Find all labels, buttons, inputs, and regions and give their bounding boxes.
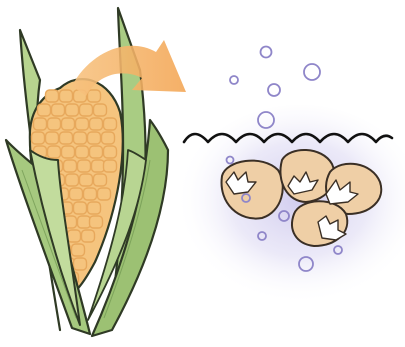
corn-kernel [46,90,59,102]
corn-kernel [64,160,77,172]
corn-kernel [74,258,87,270]
bubble [268,84,280,96]
corn-kernel [66,174,79,186]
corn-kernel [68,230,81,242]
corn-kernel [48,118,61,130]
corn-kernel [76,146,89,158]
corn-kernel [84,188,97,200]
corn-kernel [94,104,107,116]
corn-kernel [90,216,103,228]
corn-kernel [60,90,73,102]
corn-kernel [38,104,51,116]
corn-kernel [52,104,65,116]
corn-kernel [48,146,61,158]
corn-kernel [66,104,79,116]
corn-kernel [46,132,59,144]
corn-kernel [32,132,45,144]
corn-kernel [70,188,83,200]
corn-kernel [88,90,101,102]
corn-kernel [88,132,101,144]
corn-kernel [92,160,105,172]
corn-kernel [90,146,103,158]
corn-kernel [74,132,87,144]
corn-kernel [102,132,115,144]
corn-kernel [104,160,117,172]
corn-kernel [104,146,117,158]
corn-kernel [78,216,91,228]
corn-kernel [34,118,47,130]
corn-kernel [88,202,101,214]
bubble [304,64,320,80]
corn-kernel [98,188,111,200]
corn-kernel [76,118,89,130]
corn-kernel [60,132,73,144]
corn-kernel [82,230,95,242]
corn-kernel [80,104,93,116]
corn-kernel [74,202,87,214]
corn-kernel [62,118,75,130]
corn-kernel [94,174,107,186]
corn-kernel [72,244,85,256]
corn-kernel [104,118,117,130]
bubble [230,76,238,84]
corn-kernel [80,174,93,186]
corn-kernel [78,160,91,172]
bubble [261,47,272,58]
corn-kernel [90,118,103,130]
corn-kernel [62,146,75,158]
